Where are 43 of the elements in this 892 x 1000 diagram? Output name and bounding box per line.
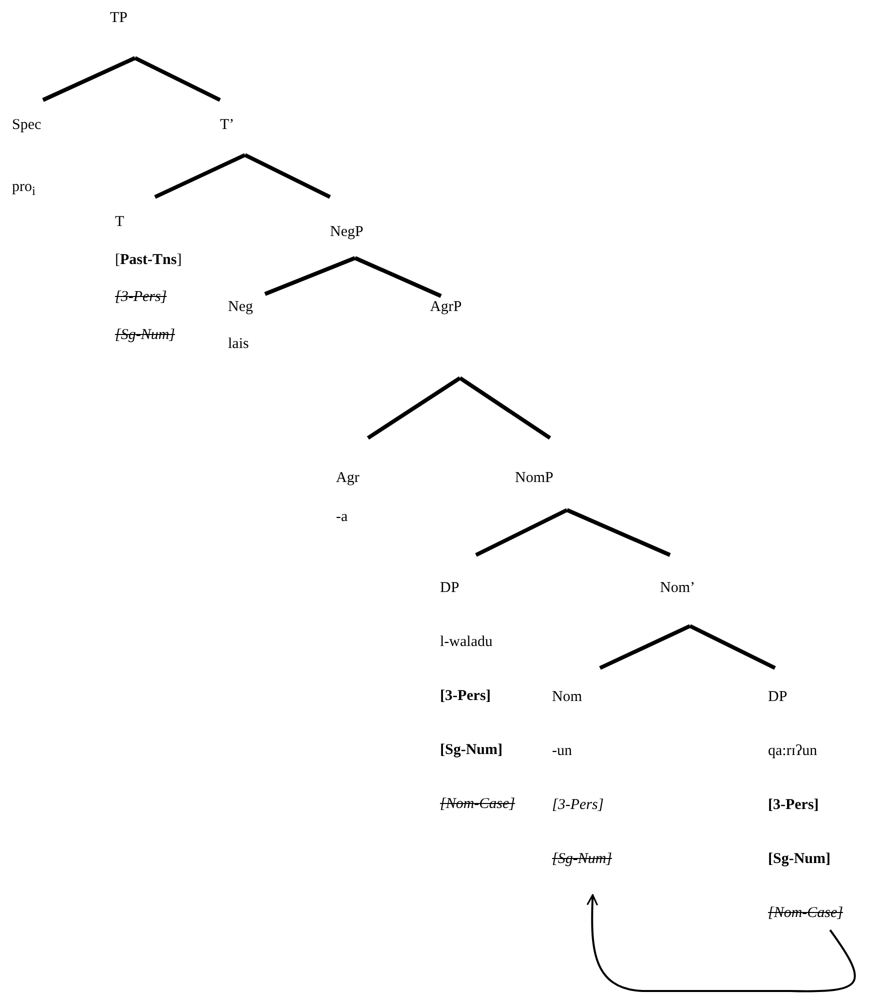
feature-label: [3-Pers] — [440, 687, 491, 706]
category-label: Nom’ — [660, 579, 695, 598]
struck-feature: [Sg-Num] — [115, 326, 176, 344]
tree-branch — [134, 56, 221, 102]
lexical-item: -a — [336, 508, 348, 527]
feature-label: [3-Pers] — [768, 796, 819, 815]
lexical-item: -un — [552, 742, 572, 761]
category-label: DP — [768, 688, 788, 707]
tree-branch — [475, 508, 568, 557]
lexical-item: pro$_{i}$ — [12, 178, 36, 200]
struck-feature: [Sg-Num] — [552, 850, 612, 869]
category-label: DP — [440, 579, 460, 598]
category-label: Spec — [12, 116, 42, 135]
feature-label: [3-Pers] — [552, 796, 604, 815]
tree-branch — [354, 256, 442, 298]
feature-label: [Sg-Num] — [768, 850, 830, 869]
category-label: NegP — [330, 223, 364, 242]
category-label: T’ — [220, 116, 234, 135]
category-label: AgrP — [430, 298, 462, 317]
category-label: Agr — [336, 469, 360, 488]
category-label: Neg — [228, 298, 253, 317]
tree-branch — [42, 56, 136, 102]
lexical-item: l-waladu — [440, 633, 492, 652]
lexical-item: [Past-Tns] — [115, 250, 182, 270]
tree-branch — [154, 153, 246, 199]
tree-branch — [458, 376, 552, 440]
tree-branch — [599, 624, 691, 670]
category-label: T — [115, 213, 124, 232]
category-label: Nom — [552, 688, 582, 707]
tree-branch — [244, 153, 331, 199]
movement-arrow — [586, 894, 856, 992]
struck-feature: [3-Pers] — [115, 288, 167, 307]
category-label: NomP — [515, 469, 554, 488]
struck-feature: [Nom-Case] — [768, 904, 844, 923]
lexical-item: lais — [228, 335, 249, 354]
feature-label: [Sg-Num] — [440, 741, 502, 760]
tree-branch — [366, 376, 462, 440]
tree-branch — [689, 624, 776, 670]
tree-branch — [566, 508, 671, 557]
lexical-item: qa:rɪʔun — [768, 742, 818, 761]
tree-branch — [264, 256, 356, 296]
struck-feature: [Nom-Case] — [440, 795, 516, 814]
category-label: TP — [110, 9, 128, 28]
